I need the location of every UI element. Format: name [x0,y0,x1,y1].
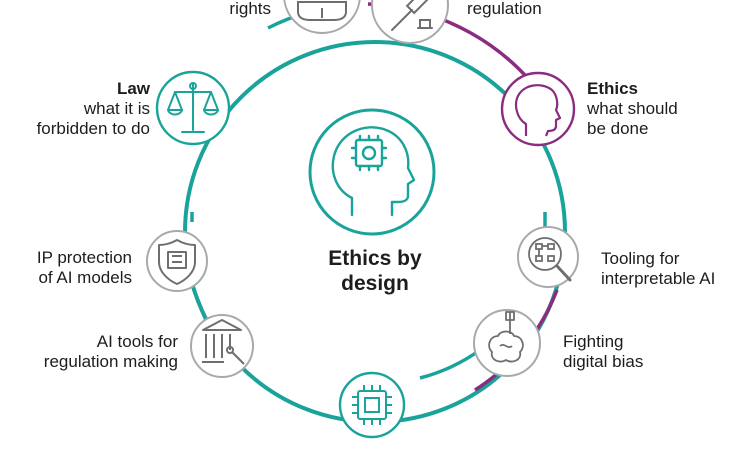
label-regmaking-line1: AI tools for [96,332,178,351]
label-ethics-line2: be done [587,119,649,138]
institution-wrench-icon [202,319,245,365]
label-tooling-line2: interpretable AI [601,269,716,288]
center-node [308,108,436,236]
head-profile-icon [515,84,562,137]
center-title: Ethics by design [305,246,445,296]
label-bias-line1: Fighting [563,332,624,351]
teal-arc-bottom-right [419,348,482,380]
label-ip-line1: IP protection [36,248,132,267]
scales-icon [167,82,219,133]
label-law-line2: forbidden to do [36,119,150,138]
node-ethics [500,71,576,147]
node-bottom-chip [338,371,406,439]
label-law: Law what it is forbidden to do [0,79,150,139]
center-title-line1: Ethics [328,247,392,270]
label-bias: Fighting digital bias [563,332,643,372]
node-rights [283,0,361,34]
gavel-icon [391,0,433,31]
chip-icon [352,385,392,425]
label-ip: IP protection of AI models [0,248,132,288]
node-law [155,70,231,146]
node-tooling [517,226,579,288]
magnifier-network-icon [528,237,572,282]
label-tooling-line1: Tooling for [601,249,680,268]
label-law-title: Law [116,79,150,98]
label-regmaking-line2: regulation making [43,352,178,371]
label-regmaking: AI tools for regulation making [0,332,178,372]
shield-book-icon [158,239,196,285]
label-ethics-title: Ethics [587,79,639,98]
label-ethics: Ethics what should be done [587,79,678,139]
label-rights-line1: rights [229,0,271,18]
node-ip [146,230,208,292]
node-regulation [371,0,449,44]
vr-headset-icon [297,1,347,21]
node-bias [473,309,541,377]
label-tooling: Tooling for interpretable AI [601,249,715,289]
center-title-line2: by design [341,247,422,295]
brain-probe-icon [488,311,524,363]
label-rights: rights [195,0,271,19]
label-ip-line2: of AI models [38,268,132,287]
label-regulation-line1: regulation [467,0,542,18]
head-with-chip-icon [331,126,416,217]
label-bias-line2: digital bias [563,352,644,371]
label-regulation: regulation [467,0,542,19]
label-ethics-line1: what should [587,99,678,118]
node-regmaking [190,314,254,378]
label-law-line1: what it is [83,99,150,118]
